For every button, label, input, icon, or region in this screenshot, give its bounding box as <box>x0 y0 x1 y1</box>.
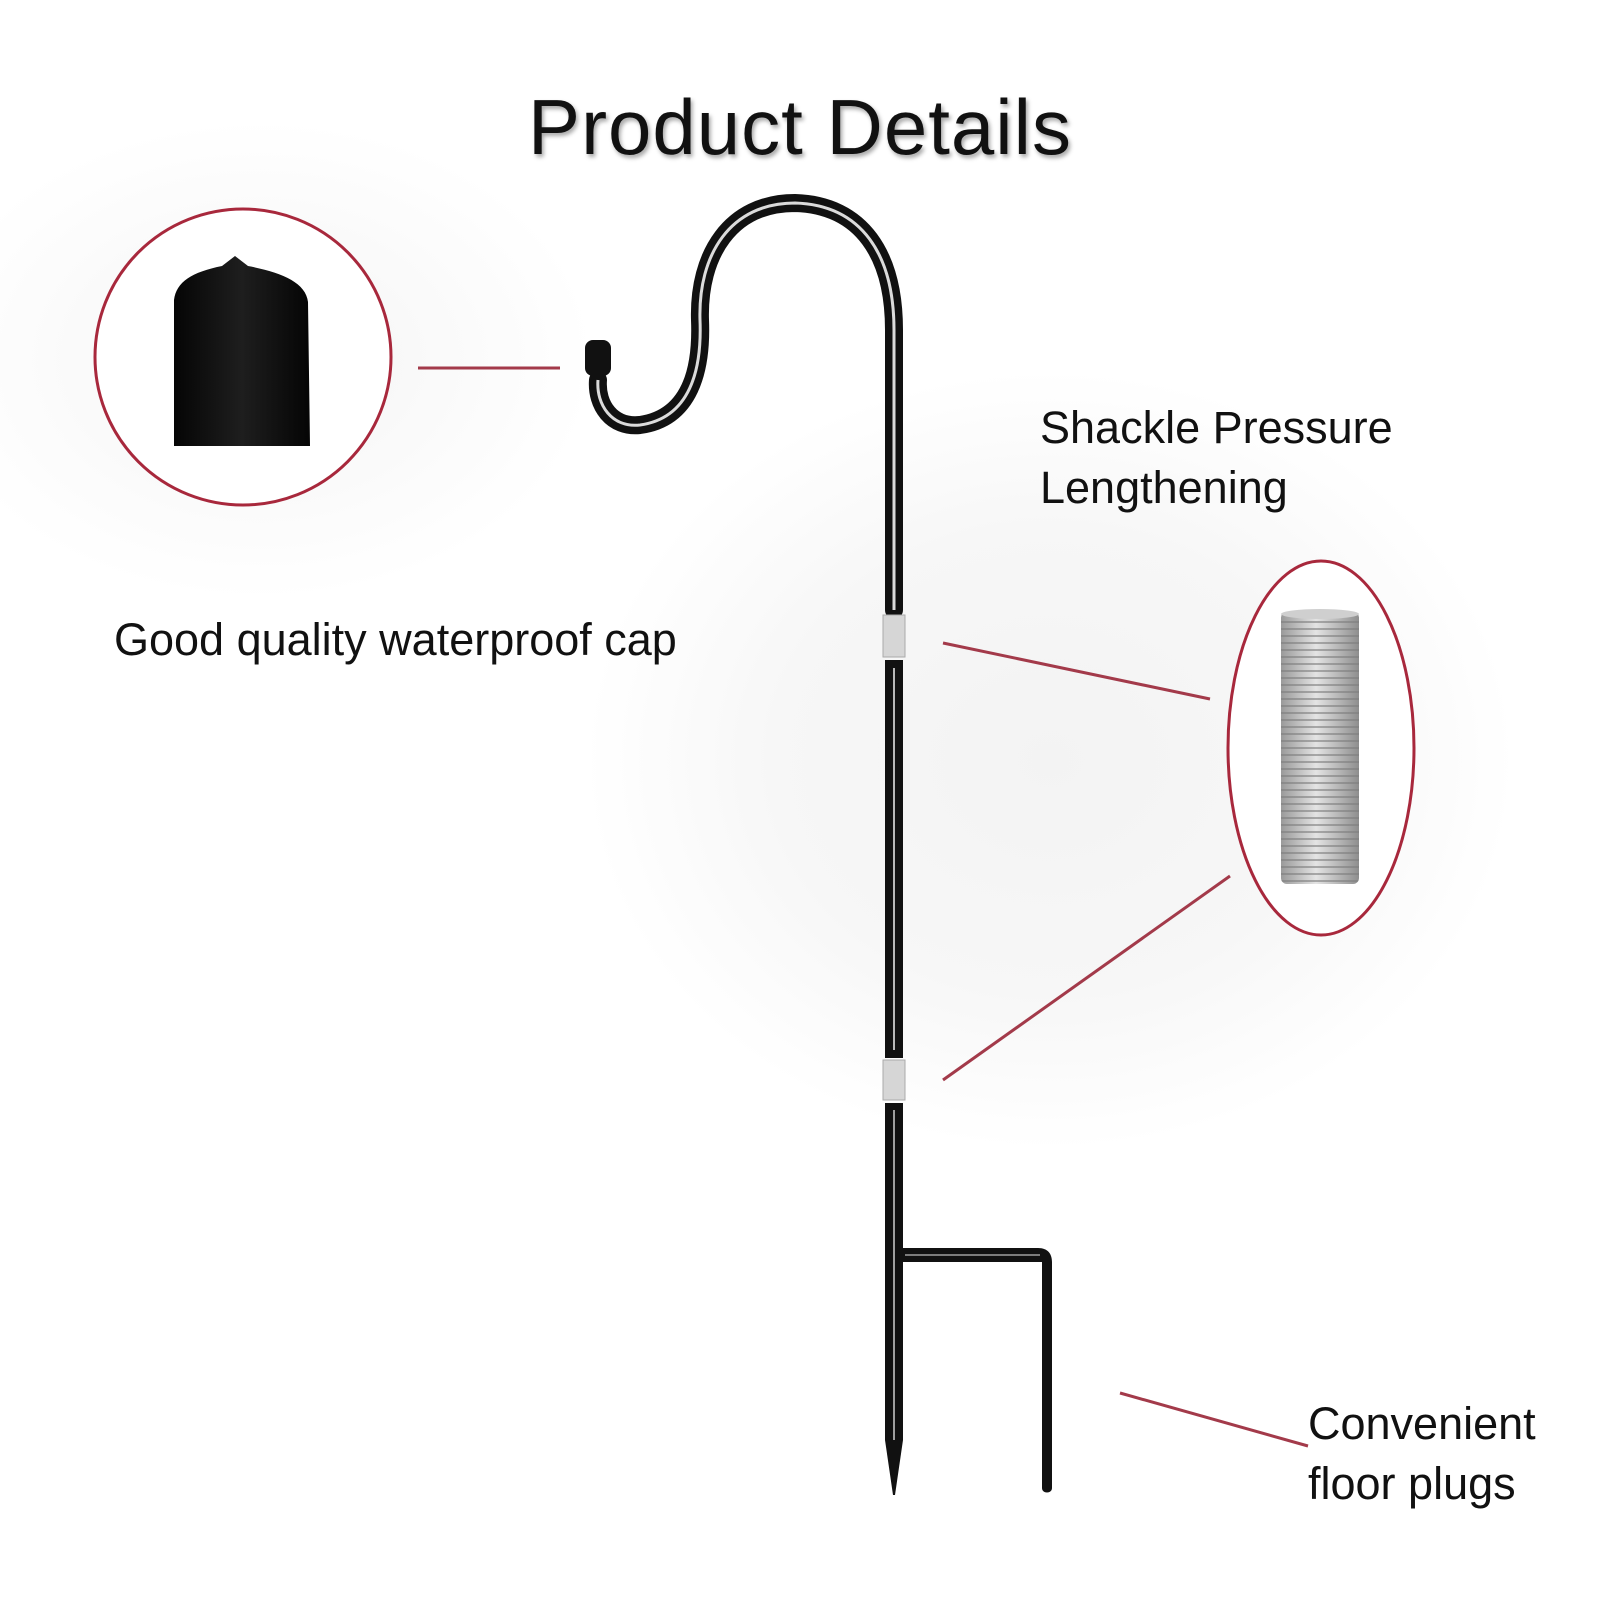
cap-label: Good quality waterproof cap <box>114 614 677 665</box>
callout-lines <box>418 366 1309 1448</box>
floor-plug-prong <box>903 1248 1052 1493</box>
connector-callout-line-upper <box>942 641 1211 701</box>
floor-callout-line <box>1119 1391 1309 1448</box>
shackle-label-line1: Shackle Pressure <box>1040 402 1393 453</box>
hook-tip-cap <box>585 340 611 376</box>
lower-connector <box>882 1059 906 1101</box>
floor-plug-label-line2: floor plugs <box>1308 1458 1516 1509</box>
shackle-label-line2: Lengthening <box>1040 462 1288 513</box>
page-title: Product Details <box>528 83 1072 171</box>
hook-curve <box>588 193 903 619</box>
upper-connector <box>882 614 906 658</box>
waterproof-cap-icon <box>174 256 310 446</box>
threaded-connector-icon <box>1281 609 1359 884</box>
cap-detail <box>93 207 393 507</box>
shepherd-hook-icon <box>585 193 1052 1495</box>
connector-callout-line-lower <box>942 874 1231 1082</box>
floor-plug-label-line1: Convenient <box>1308 1398 1536 1449</box>
connector-detail <box>1226 559 1416 937</box>
